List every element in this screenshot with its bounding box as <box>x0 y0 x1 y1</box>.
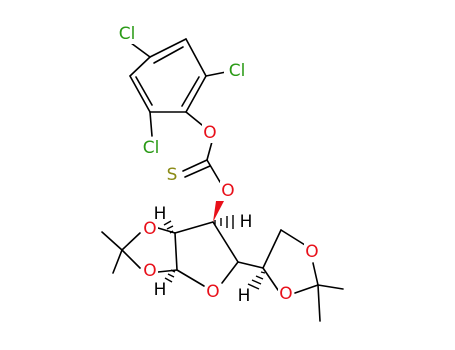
atom-o-ketal-bottom: O <box>279 284 292 304</box>
bond-cq2-ok2 <box>294 284 319 294</box>
bond-ring-5 <box>129 75 151 113</box>
bond-cq-me2 <box>112 249 123 274</box>
atom-h-c2: H <box>154 204 167 224</box>
bond-ring-1 <box>149 38 187 58</box>
bond-cq2-me2 <box>317 284 321 322</box>
bond-c-s-2 <box>184 165 211 178</box>
atom-h-c1: H <box>154 280 167 300</box>
bond-cl-left <box>149 111 153 137</box>
atom-cl-right: Cl <box>229 61 246 81</box>
atom-h-c3: H <box>240 212 253 232</box>
bond-cl-top <box>130 42 151 58</box>
bond-ring-2 <box>185 38 207 77</box>
bond-c2-od1 <box>157 227 176 234</box>
bond-c6-ok1 <box>280 229 306 246</box>
bond-ok2-c5 <box>262 267 279 291</box>
bond-c-s-1 <box>182 159 208 172</box>
atom-h-c5: H <box>238 286 251 306</box>
bond-oring-c4 <box>221 261 239 284</box>
bond-c3-c4 <box>212 221 239 263</box>
bond-ring-6 <box>129 56 151 77</box>
bond-c2-c1 <box>174 232 178 271</box>
bond-ring-3 <box>185 75 207 113</box>
hash-c2-h <box>163 220 174 234</box>
bond-cq2-me1 <box>317 284 344 290</box>
stereo-bonds <box>163 201 266 290</box>
bond-ring-inner-1 <box>153 46 184 64</box>
atom-o-dioxolane-bottom: O <box>143 261 156 281</box>
bond-od2-c1 <box>157 269 178 273</box>
bond-c-o3 <box>206 159 221 183</box>
atom-cl-top: Cl <box>119 24 136 44</box>
atom-o-aryloxy: O <box>203 123 216 143</box>
atom-o-furanose: O <box>206 282 219 302</box>
bond-cq-me1 <box>101 231 123 251</box>
atom-labels: Cl Cl Cl O S O O O O O O H H H H <box>114 24 320 306</box>
bond-cq-od2 <box>121 249 141 269</box>
wedge-c3-o <box>213 201 224 222</box>
atom-s-thiocarbonyl: S <box>167 165 178 185</box>
atom-o-c3: O <box>221 181 234 201</box>
bond-ring-inner-2 <box>181 76 200 107</box>
bond-ring-inner-3 <box>135 76 153 106</box>
bonds <box>101 38 344 322</box>
bond-ok1-cq2 <box>312 262 319 286</box>
bond-c4-c5 <box>237 261 264 269</box>
atom-o-ketal-top: O <box>305 242 318 262</box>
bond-ar-o <box>185 111 203 126</box>
bond-c2-c3 <box>174 221 214 234</box>
bond-c1-oring <box>176 269 205 287</box>
bond-cl-right <box>205 71 227 77</box>
atom-o-dioxolane-top: O <box>143 219 156 239</box>
hash-c1-h <box>164 269 176 283</box>
hash-c5-h <box>247 271 266 290</box>
hash-c3-h <box>214 215 234 229</box>
bond-od1-cq <box>121 232 141 251</box>
bond-c5-c6 <box>262 229 282 269</box>
atom-cl-left: Cl <box>143 138 160 158</box>
